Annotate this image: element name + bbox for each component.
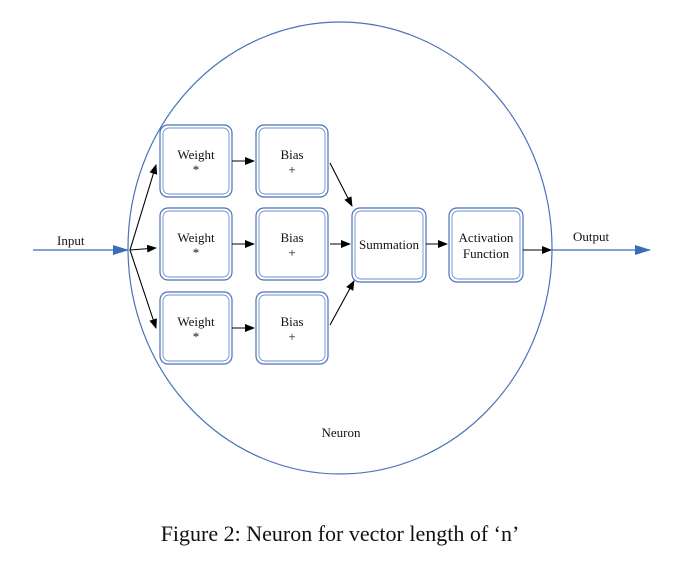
figure-caption: Figure 2: Neuron for vector length of ‘n… xyxy=(160,521,520,546)
weight-label-1: Weight xyxy=(177,147,215,162)
bias-label-1: Bias xyxy=(280,147,303,162)
weight-operator-1: * xyxy=(193,162,200,177)
weight-box-2: Weight * xyxy=(159,207,233,281)
weight-operator-2: * xyxy=(193,245,200,260)
bias-to-sum-arrow-3 xyxy=(329,280,355,326)
weight-label-3: Weight xyxy=(177,314,215,329)
bias-box-2: Bias + xyxy=(255,207,329,281)
fanout-arrow-1 xyxy=(129,164,158,251)
bias-box-3: Bias + xyxy=(255,291,329,365)
activation-label-line1: Activation xyxy=(459,230,514,245)
bias-operator-2: + xyxy=(288,245,295,260)
weight-box-3: Weight * xyxy=(159,291,233,365)
weight-operator-3: * xyxy=(193,329,200,344)
bias-to-sum-arrow-1 xyxy=(329,162,353,207)
bias-operator-3: + xyxy=(288,329,295,344)
bias-label-2: Bias xyxy=(280,230,303,245)
neuron-label: Neuron xyxy=(322,425,361,440)
activation-box: Activation Function xyxy=(448,207,524,283)
activation-label-line2: Function xyxy=(463,246,510,261)
summation-box: Summation xyxy=(351,207,427,283)
bias-operator-1: + xyxy=(288,162,295,177)
fanout-arrow-2 xyxy=(129,244,157,253)
weight-label-2: Weight xyxy=(177,230,215,245)
bias-box-1: Bias + xyxy=(255,124,329,198)
input-label: Input xyxy=(57,233,85,248)
weight-box-1: Weight * xyxy=(159,124,233,198)
bias-label-3: Bias xyxy=(280,314,303,329)
output-label: Output xyxy=(573,229,610,244)
fanout-arrow-3 xyxy=(129,249,157,329)
summation-label: Summation xyxy=(359,237,419,252)
